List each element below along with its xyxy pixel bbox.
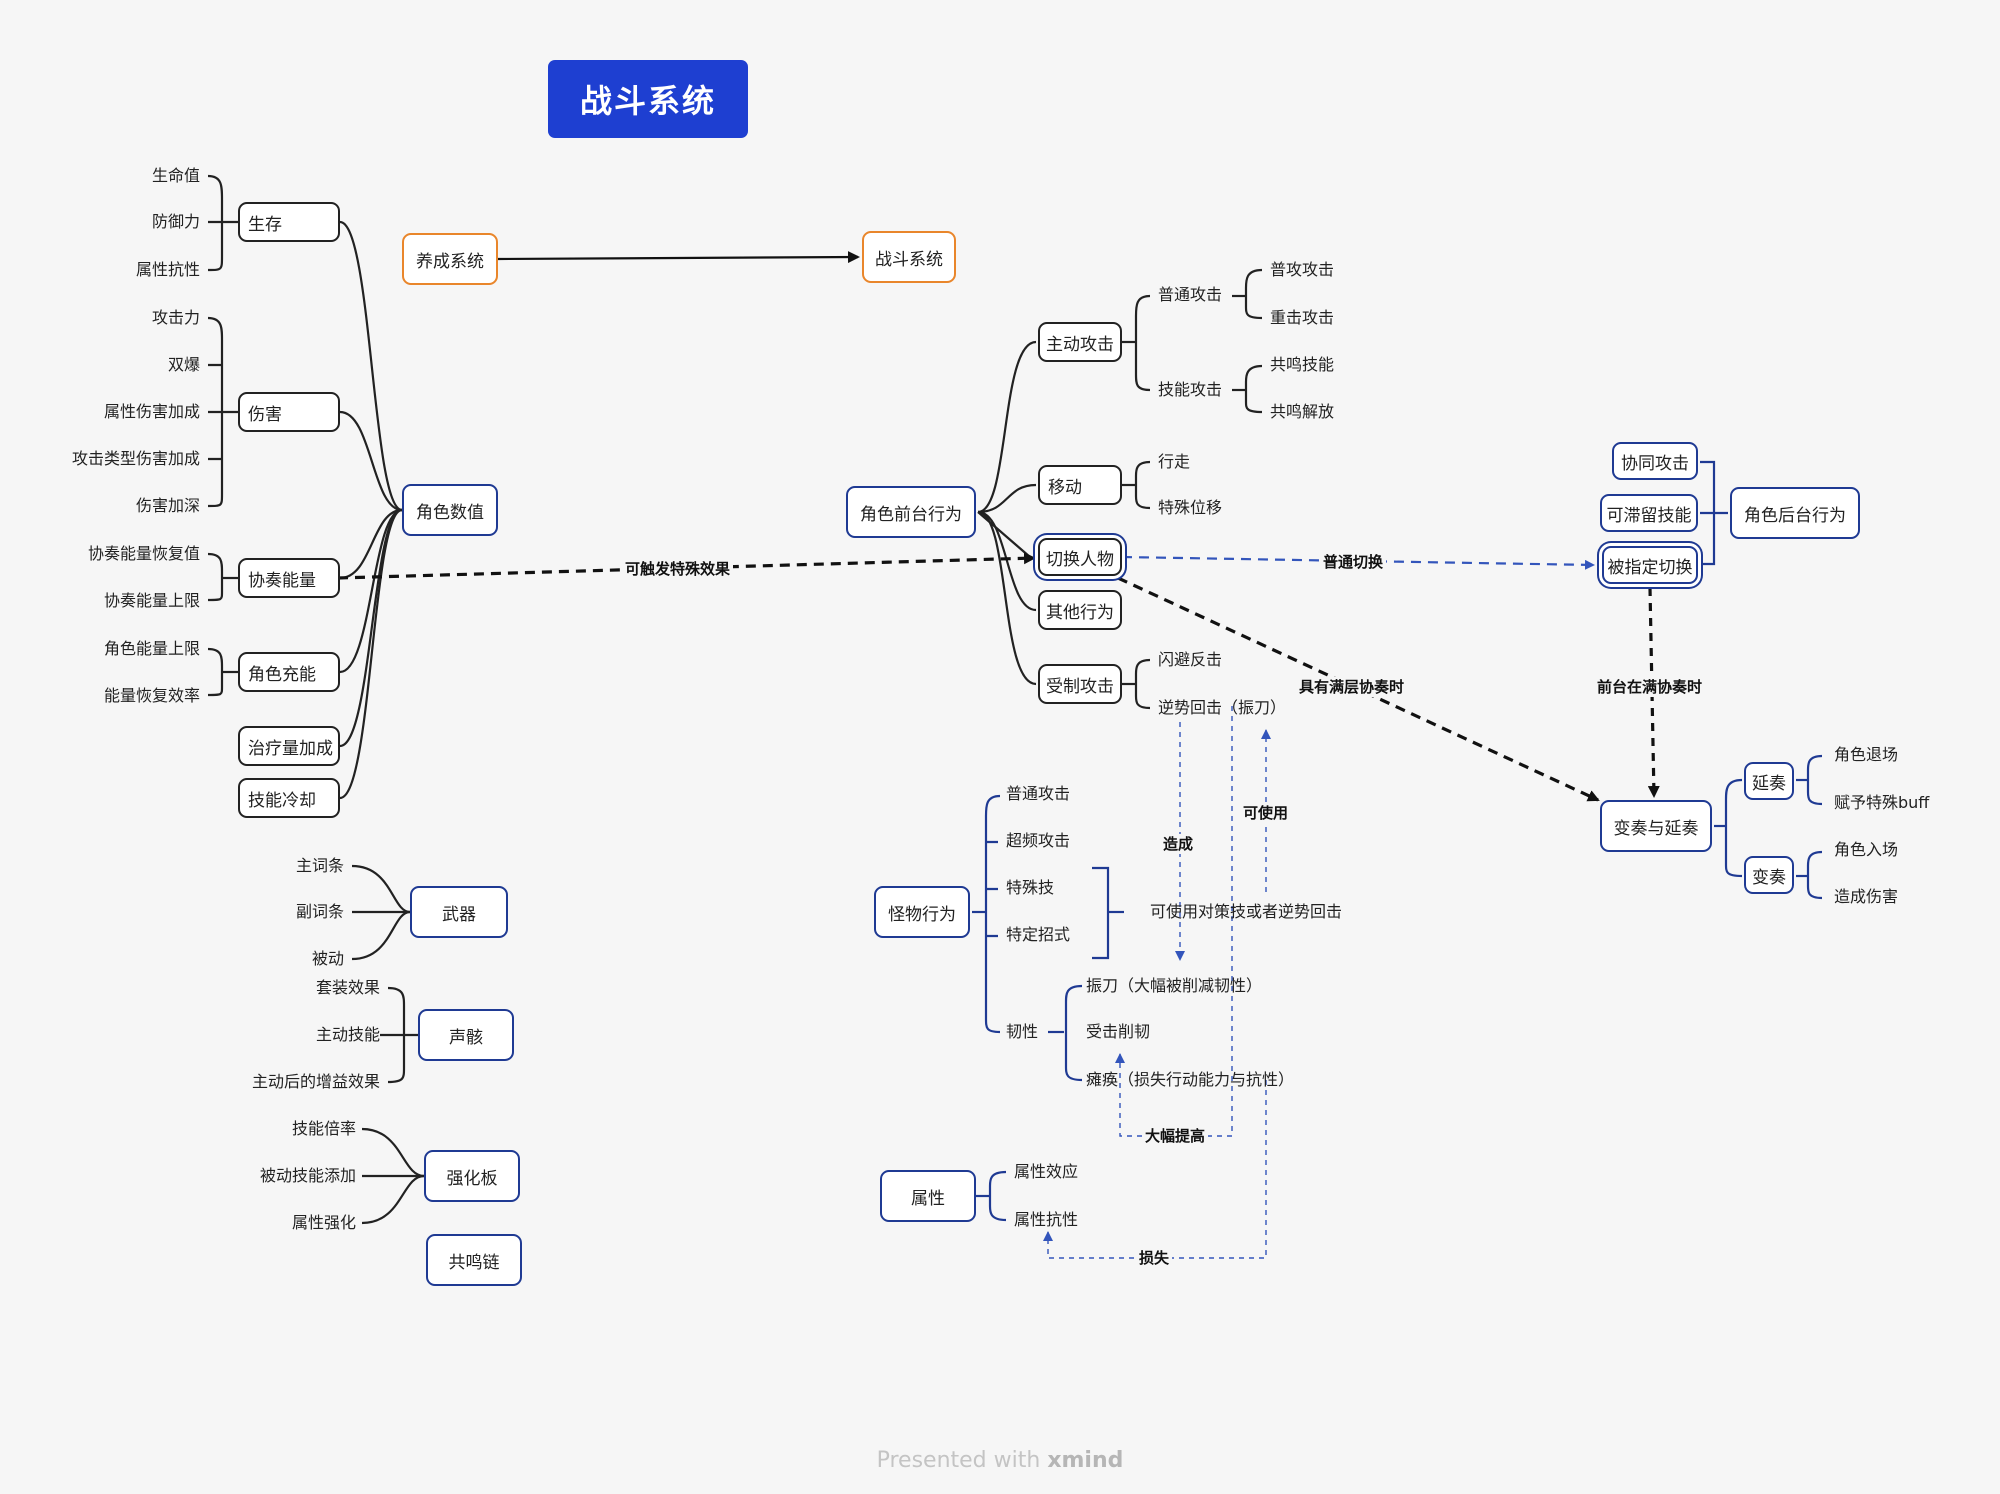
edge-label-dafu: 大幅提高 [1142, 1126, 1209, 1146]
label-teshu-weiyi: 特殊位移 [1158, 498, 1223, 517]
node-jineng-lengque[interactable]: 技能冷却 [238, 778, 340, 818]
label-nishi: 逆势回击（振刀） [1158, 698, 1287, 717]
node-guaiwu[interactable]: 怪物行为 [874, 886, 970, 938]
node-houtai[interactable]: 角色后台行为 [1730, 487, 1860, 539]
edge-label-putong-qiehuan: 普通切换 [1320, 552, 1387, 572]
label-gongming-jineng: 共鸣技能 [1270, 355, 1335, 374]
label-zaocheng-shanghai: 造成伤害 [1834, 887, 1899, 906]
edge-label-sunshi: 损失 [1136, 1248, 1173, 1268]
label-zhongji: 重击攻击 [1270, 308, 1335, 327]
node-shengcun[interactable]: 生存 [238, 202, 340, 242]
label-putong-gongji: 普通攻击 [1158, 285, 1223, 304]
label-juese-tuichang: 角色退场 [1834, 745, 1899, 764]
label-shuxing-kangxing: 属性抗性 [135, 260, 200, 279]
label-fuci: 副词条 [295, 902, 344, 921]
label-guaiwu-chaopin: 超频攻击 [1006, 831, 1071, 850]
node-shanghai[interactable]: 伤害 [238, 392, 340, 432]
node-shouzhi[interactable]: 受制攻击 [1038, 664, 1122, 704]
node-qita[interactable]: 其他行为 [1038, 590, 1122, 630]
label-xiezou-huifu: 协奏能量恢复值 [87, 544, 200, 563]
edge-label-keshiyong: 可使用 [1240, 803, 1292, 823]
edge-label-kechufa: 可触发特殊效果 [622, 559, 734, 579]
label-shuangbao: 双爆 [167, 355, 200, 374]
label-shuxing-qianghua: 属性强化 [291, 1213, 356, 1232]
node-gongminglian[interactable]: 共鸣链 [426, 1234, 522, 1286]
label-guaiwu-teshuji: 特殊技 [1006, 878, 1055, 897]
label-gongming-jiefang: 共鸣解放 [1270, 402, 1335, 421]
label-renxing: 韧性 [1006, 1022, 1039, 1041]
node-wuqi[interactable]: 武器 [410, 886, 508, 938]
label-fangyu: 防御力 [151, 212, 200, 231]
label-duice: 可使用对策技或者逆势回击 [1150, 902, 1343, 921]
node-juese-shuzhi[interactable]: 角色数值 [402, 484, 498, 536]
node-zhudong-gongji[interactable]: 主动攻击 [1038, 322, 1122, 362]
node-qiantai[interactable]: 角色前台行为 [846, 486, 976, 538]
node-juese-chongneng[interactable]: 角色充能 [238, 652, 340, 692]
edge-label-manceng: 具有满层协奏时 [1296, 677, 1408, 697]
node-bianzou[interactable]: 变奏 [1744, 856, 1794, 894]
node-yanzou[interactable]: 延奏 [1744, 762, 1794, 800]
label-jineng-gongji: 技能攻击 [1158, 380, 1223, 399]
node-zhiliao[interactable]: 治疗量加成 [238, 726, 340, 766]
label-shanghai-jiashen: 伤害加深 [135, 496, 200, 515]
label-shuxing-xiaoying: 属性效应 [1014, 1162, 1079, 1181]
label-shuxing-kangxing-2: 属性抗性 [1014, 1210, 1079, 1229]
node-shenghai[interactable]: 声骸 [418, 1009, 514, 1061]
node-beizhiding[interactable]: 被指定切换 [1602, 546, 1698, 584]
label-guaiwu-putong: 普通攻击 [1006, 784, 1071, 803]
node-kezhiliu[interactable]: 可滞留技能 [1600, 494, 1698, 532]
edge-label-zaocheng: 造成 [1160, 834, 1197, 854]
node-shuxing[interactable]: 属性 [880, 1170, 976, 1222]
label-zhudong-jineng: 主动技能 [315, 1025, 380, 1044]
footer-prefix: Presented with [876, 1448, 1048, 1473]
label-shuxing-shanghai: 属性伤害加成 [103, 402, 200, 421]
label-taozhuang: 套装效果 [315, 978, 380, 997]
node-qianghuaban[interactable]: 强化板 [424, 1150, 520, 1202]
node-qiehuan[interactable]: 切换人物 [1038, 538, 1122, 576]
footer-credit: Presented with xmind [0, 1448, 2000, 1473]
label-zengyi: 主动后的增益效果 [251, 1072, 380, 1091]
label-teshu-buff: 赋予特殊buff [1834, 793, 1930, 812]
node-xietong[interactable]: 协同攻击 [1612, 442, 1698, 480]
footer-brand: xmind [1047, 1448, 1124, 1473]
node-zhandou[interactable]: 战斗系统 [862, 231, 956, 283]
label-nengliang-huifu: 能量恢复效率 [103, 686, 200, 705]
label-beidong-tianjia: 被动技能添加 [259, 1166, 356, 1185]
label-zhuci: 主词条 [295, 856, 344, 875]
label-nengliang-shangxian: 角色能量上限 [103, 639, 200, 658]
label-jineng-beilv: 技能倍率 [291, 1119, 356, 1138]
label-xingzou: 行走 [1158, 452, 1191, 471]
label-pugong: 普攻攻击 [1270, 260, 1335, 279]
diagram-title[interactable]: 战斗系统 [548, 60, 748, 138]
label-guaiwu-teding: 特定招式 [1006, 925, 1071, 944]
label-gongjili: 攻击力 [151, 308, 200, 327]
node-yangcheng[interactable]: 养成系统 [402, 233, 498, 285]
label-tanhuan: 瘫痪（损失行动能力与抗性） [1086, 1070, 1295, 1089]
label-gongji-leixing: 攻击类型伤害加成 [71, 449, 200, 468]
label-xiezou-shangxian: 协奏能量上限 [103, 591, 200, 610]
label-shanbi: 闪避反击 [1158, 650, 1223, 669]
label-zhendao: 振刀（大幅被削减韧性） [1086, 976, 1263, 995]
node-bianzou-yanzou[interactable]: 变奏与延奏 [1600, 800, 1712, 852]
label-shouji-xueren: 受击削韧 [1086, 1022, 1151, 1041]
label-shengming: 生命值 [151, 166, 200, 185]
label-beidong: 被动 [311, 949, 344, 968]
edge-label-qiantai-man: 前台在满协奏时 [1594, 677, 1706, 697]
node-xiezou-nengliang[interactable]: 协奏能量 [238, 558, 340, 598]
label-juese-ruchang: 角色入场 [1834, 840, 1899, 859]
node-yidong[interactable]: 移动 [1038, 465, 1122, 505]
